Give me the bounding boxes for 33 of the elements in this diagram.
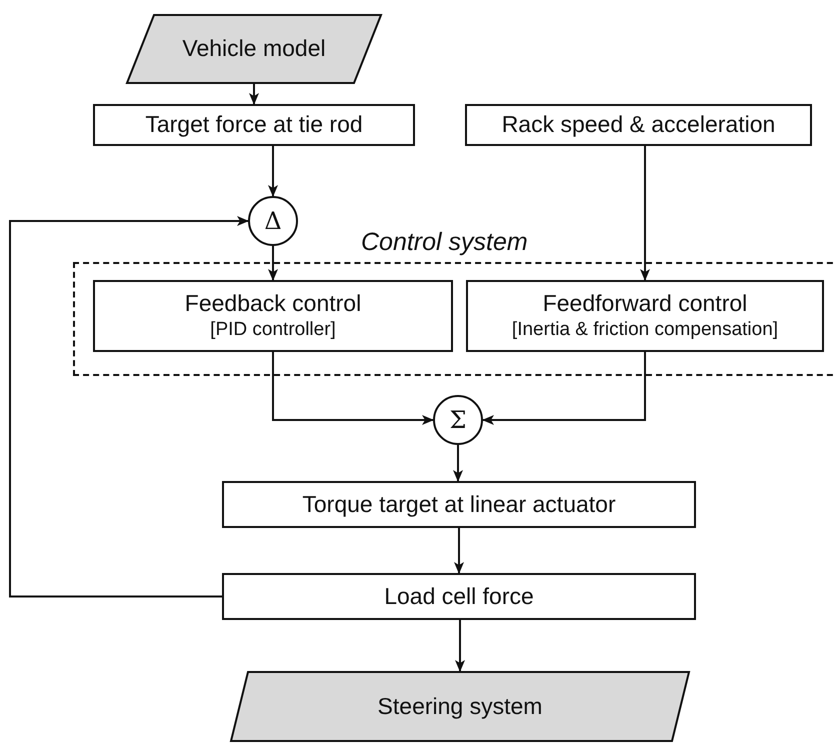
junction-circle	[433, 395, 483, 445]
node-title: Steering system	[378, 692, 542, 720]
io-parallelogram	[230, 671, 690, 742]
operator-symbol: Δ	[264, 209, 282, 233]
node-subtitle: [PID controller]	[210, 318, 336, 342]
node-title: Vehicle model	[182, 35, 326, 63]
process-box	[222, 573, 696, 620]
process-box	[93, 104, 415, 146]
node-title: Feedback control	[184, 290, 362, 318]
process-box	[222, 481, 696, 528]
arrow	[268, 246, 278, 281]
junction-circle	[248, 196, 298, 246]
process-box	[93, 280, 453, 352]
arrow	[482, 352, 646, 425]
group-title: Control system	[361, 228, 528, 257]
node-title: Torque target at linear actuator	[302, 490, 616, 518]
arrow	[454, 528, 464, 574]
node-title: Load cell force	[384, 582, 534, 610]
arrow	[453, 445, 463, 482]
arrow	[249, 84, 259, 105]
operator-symbol: Σ	[450, 408, 466, 432]
process-box	[466, 280, 824, 352]
node-title: Rack speed & acceleration	[502, 111, 776, 139]
arrow	[268, 146, 278, 197]
node-title: Target force at tie rod	[145, 111, 363, 139]
node-subtitle: [Inertia & friction compensation]	[512, 318, 778, 342]
arrow	[272, 352, 434, 425]
arrow	[9, 216, 249, 598]
arrow	[640, 146, 650, 281]
io-parallelogram	[126, 14, 382, 84]
process-box	[465, 104, 812, 146]
arrow	[455, 620, 465, 672]
node-title: Feedforward control	[542, 290, 748, 318]
